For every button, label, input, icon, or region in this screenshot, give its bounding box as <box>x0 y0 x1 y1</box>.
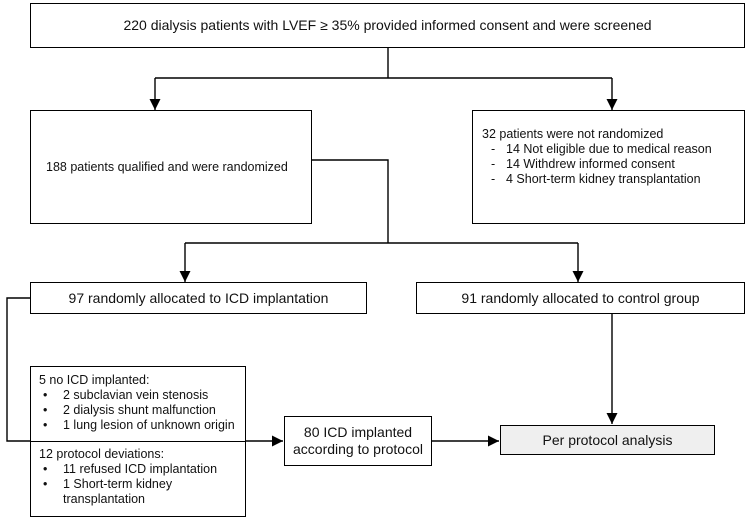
connector-icd-bypass <box>6 297 30 442</box>
no-icd-item: 2 dialysis shunt malfunction <box>39 403 245 418</box>
not-randomized-item: 14 Not eligible due to medical reason <box>482 142 744 157</box>
no-icd-item: 1 lung lesion of unknown origin <box>39 418 245 433</box>
box-not-randomized: 32 patients were not randomized 14 Not e… <box>472 110 745 224</box>
control-group-label: 91 randomly allocated to control group <box>461 289 700 306</box>
no-icd-list: 2 subclavian vein stenosis 2 dialysis sh… <box>39 388 245 433</box>
box-no-icd: 5 no ICD implanted: 2 subclavian vein st… <box>30 366 246 441</box>
box-icd-implanted: 80 ICD implanted according to protocol <box>284 416 432 466</box>
deviations-list: 11 refused ICD implantation 1 Short-term… <box>39 462 245 507</box>
icd-implanted-line: according to protocol <box>293 441 423 457</box>
deviations-item: 1 Short-term kidney transplantation <box>39 477 245 507</box>
not-randomized-item: 14 Withdrew informed consent <box>482 157 744 172</box>
icd-group-label: 97 randomly allocated to ICD implantatio… <box>68 289 329 306</box>
box-icd-group: 97 randomly allocated to ICD implantatio… <box>30 282 367 314</box>
box-per-protocol: Per protocol analysis <box>500 425 715 455</box>
not-randomized-item: 4 Short-term kidney transplantation <box>482 172 744 187</box>
connector-screened-split <box>155 48 612 79</box>
box-deviations: 12 protocol deviations: 11 refused ICD i… <box>30 441 246 517</box>
randomized-label: 188 patients qualified and were randomiz… <box>46 159 288 174</box>
per-protocol-label: Per protocol analysis <box>542 431 673 448</box>
no-icd-title: 5 no ICD implanted: <box>39 373 150 387</box>
box-screened: 220 dialysis patients with LVEF ≥ 35% pr… <box>30 3 745 48</box>
no-icd-item: 2 subclavian vein stenosis <box>39 388 245 403</box>
box-control-group: 91 randomly allocated to control group <box>416 282 745 314</box>
not-randomized-list: 14 Not eligible due to medical reason 14… <box>482 142 744 187</box>
deviations-item: 11 refused ICD implantation <box>39 462 245 477</box>
icd-implanted-line: 80 ICD implanted <box>303 424 413 440</box>
connector-randomized-split <box>185 159 578 244</box>
not-randomized-title: 32 patients were not randomized <box>482 127 664 141</box>
screened-label: 220 dialysis patients with LVEF ≥ 35% pr… <box>123 17 652 33</box>
deviations-title: 12 protocol deviations: <box>39 447 165 461</box>
box-randomized: 188 patients qualified and were randomiz… <box>30 110 312 224</box>
